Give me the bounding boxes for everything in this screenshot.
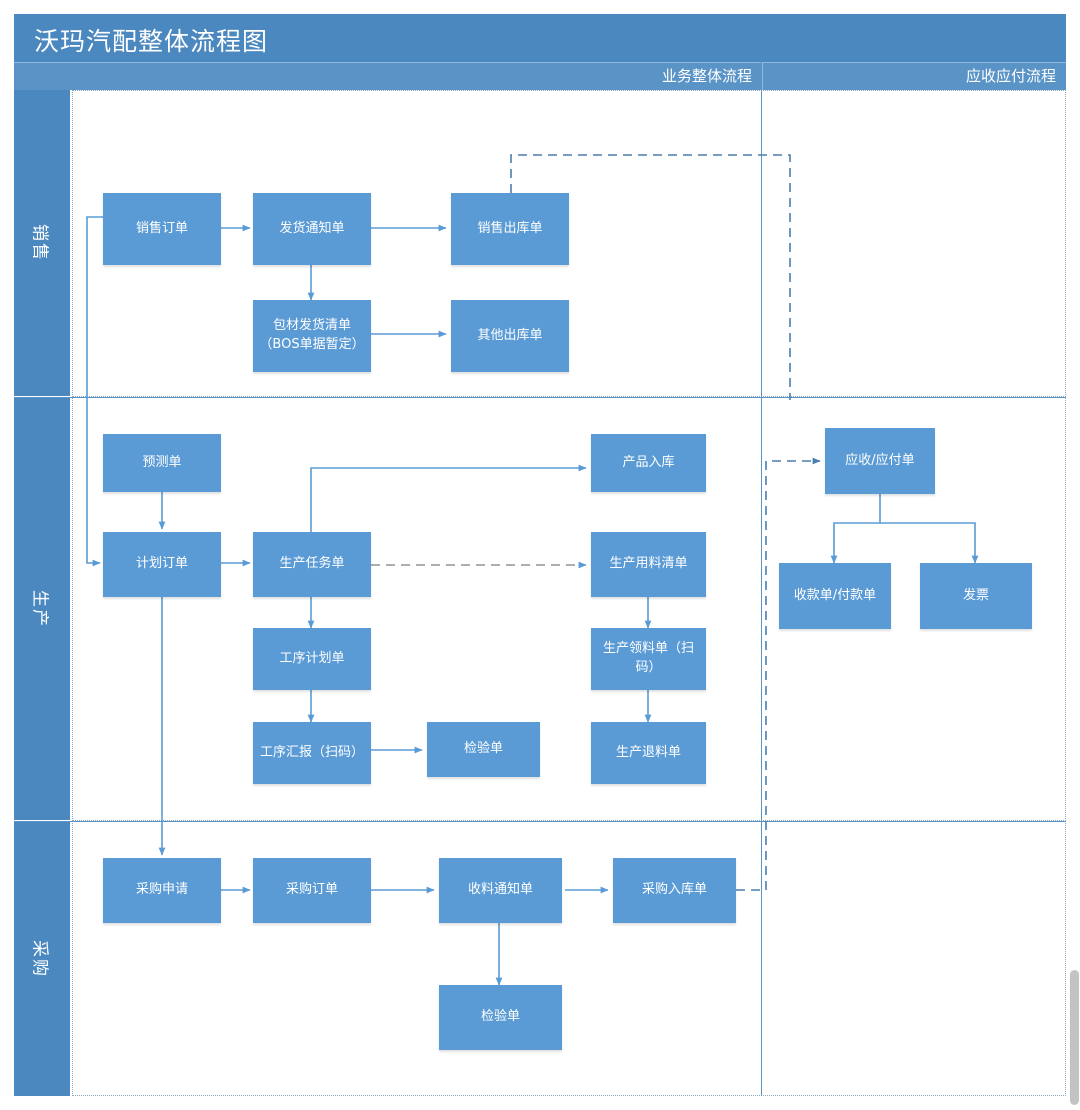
node-receiving-notice[interactable]: 收料通知单 <box>439 858 562 923</box>
left-margin <box>0 0 14 1110</box>
node-receipt-payment[interactable]: 收款单/付款单 <box>779 563 891 629</box>
node-inspection-purchase[interactable]: 检验单 <box>439 985 562 1050</box>
swimlane-label-production-text: 生产 <box>29 589 50 628</box>
node-purchase-request[interactable]: 采购申请 <box>103 858 221 923</box>
node-ar-ap[interactable]: 应收/应付单 <box>825 428 935 494</box>
node-process-report[interactable]: 工序汇报（扫码） <box>253 722 371 784</box>
node-production-task[interactable]: 生产任务单 <box>253 532 371 597</box>
vertical-scrollbar-track[interactable] <box>1068 0 1080 1110</box>
node-production-picking[interactable]: 生产领料单（扫码） <box>591 628 706 690</box>
node-sales-outbound[interactable]: 销售出库单 <box>451 193 569 265</box>
node-production-material-list[interactable]: 生产用料清单 <box>591 532 706 597</box>
title-bar: 沃玛汽配整体流程图 <box>14 14 1066 62</box>
node-product-inbound[interactable]: 产品入库 <box>591 434 706 492</box>
swimlane-label-purchase-text: 采购 <box>29 939 50 978</box>
node-process-plan[interactable]: 工序计划单 <box>253 628 371 690</box>
column-header-arap: 应收应付流程 <box>762 62 1066 90</box>
lane-separator-1 <box>14 397 1066 398</box>
node-purchase-inbound[interactable]: 采购入库单 <box>613 858 736 923</box>
column-header-business: 业务整体流程 <box>14 62 762 90</box>
swimlane-label-sales: 销售 <box>14 90 70 397</box>
swimlane-label-purchase: 采购 <box>14 821 70 1096</box>
swimlane-label-sales-text: 销售 <box>29 224 50 262</box>
swimlane-body-purchase <box>72 821 1066 1096</box>
lane-separator-2 <box>14 821 1066 822</box>
node-production-return[interactable]: 生产退料单 <box>591 722 706 784</box>
node-forecast-order[interactable]: 预测单 <box>103 434 221 492</box>
node-invoice[interactable]: 发票 <box>920 563 1032 629</box>
node-inspection-production[interactable]: 检验单 <box>427 722 540 777</box>
node-delivery-notice[interactable]: 发货通知单 <box>253 193 371 265</box>
node-packing-list[interactable]: 包材发货清单（BOS单据暂定） <box>253 300 371 372</box>
swimlane-label-production: 生产 <box>14 397 70 821</box>
node-sales-order[interactable]: 销售订单 <box>103 193 221 265</box>
node-purchase-order[interactable]: 采购订单 <box>253 858 371 923</box>
swimlane-body-sales <box>72 90 1066 397</box>
node-other-outbound[interactable]: 其他出库单 <box>451 300 569 372</box>
node-plan-order[interactable]: 计划订单 <box>103 532 221 597</box>
vertical-scrollbar-thumb[interactable] <box>1070 970 1079 1105</box>
column-divider <box>761 62 762 1096</box>
page-title: 沃玛汽配整体流程图 <box>34 27 269 56</box>
